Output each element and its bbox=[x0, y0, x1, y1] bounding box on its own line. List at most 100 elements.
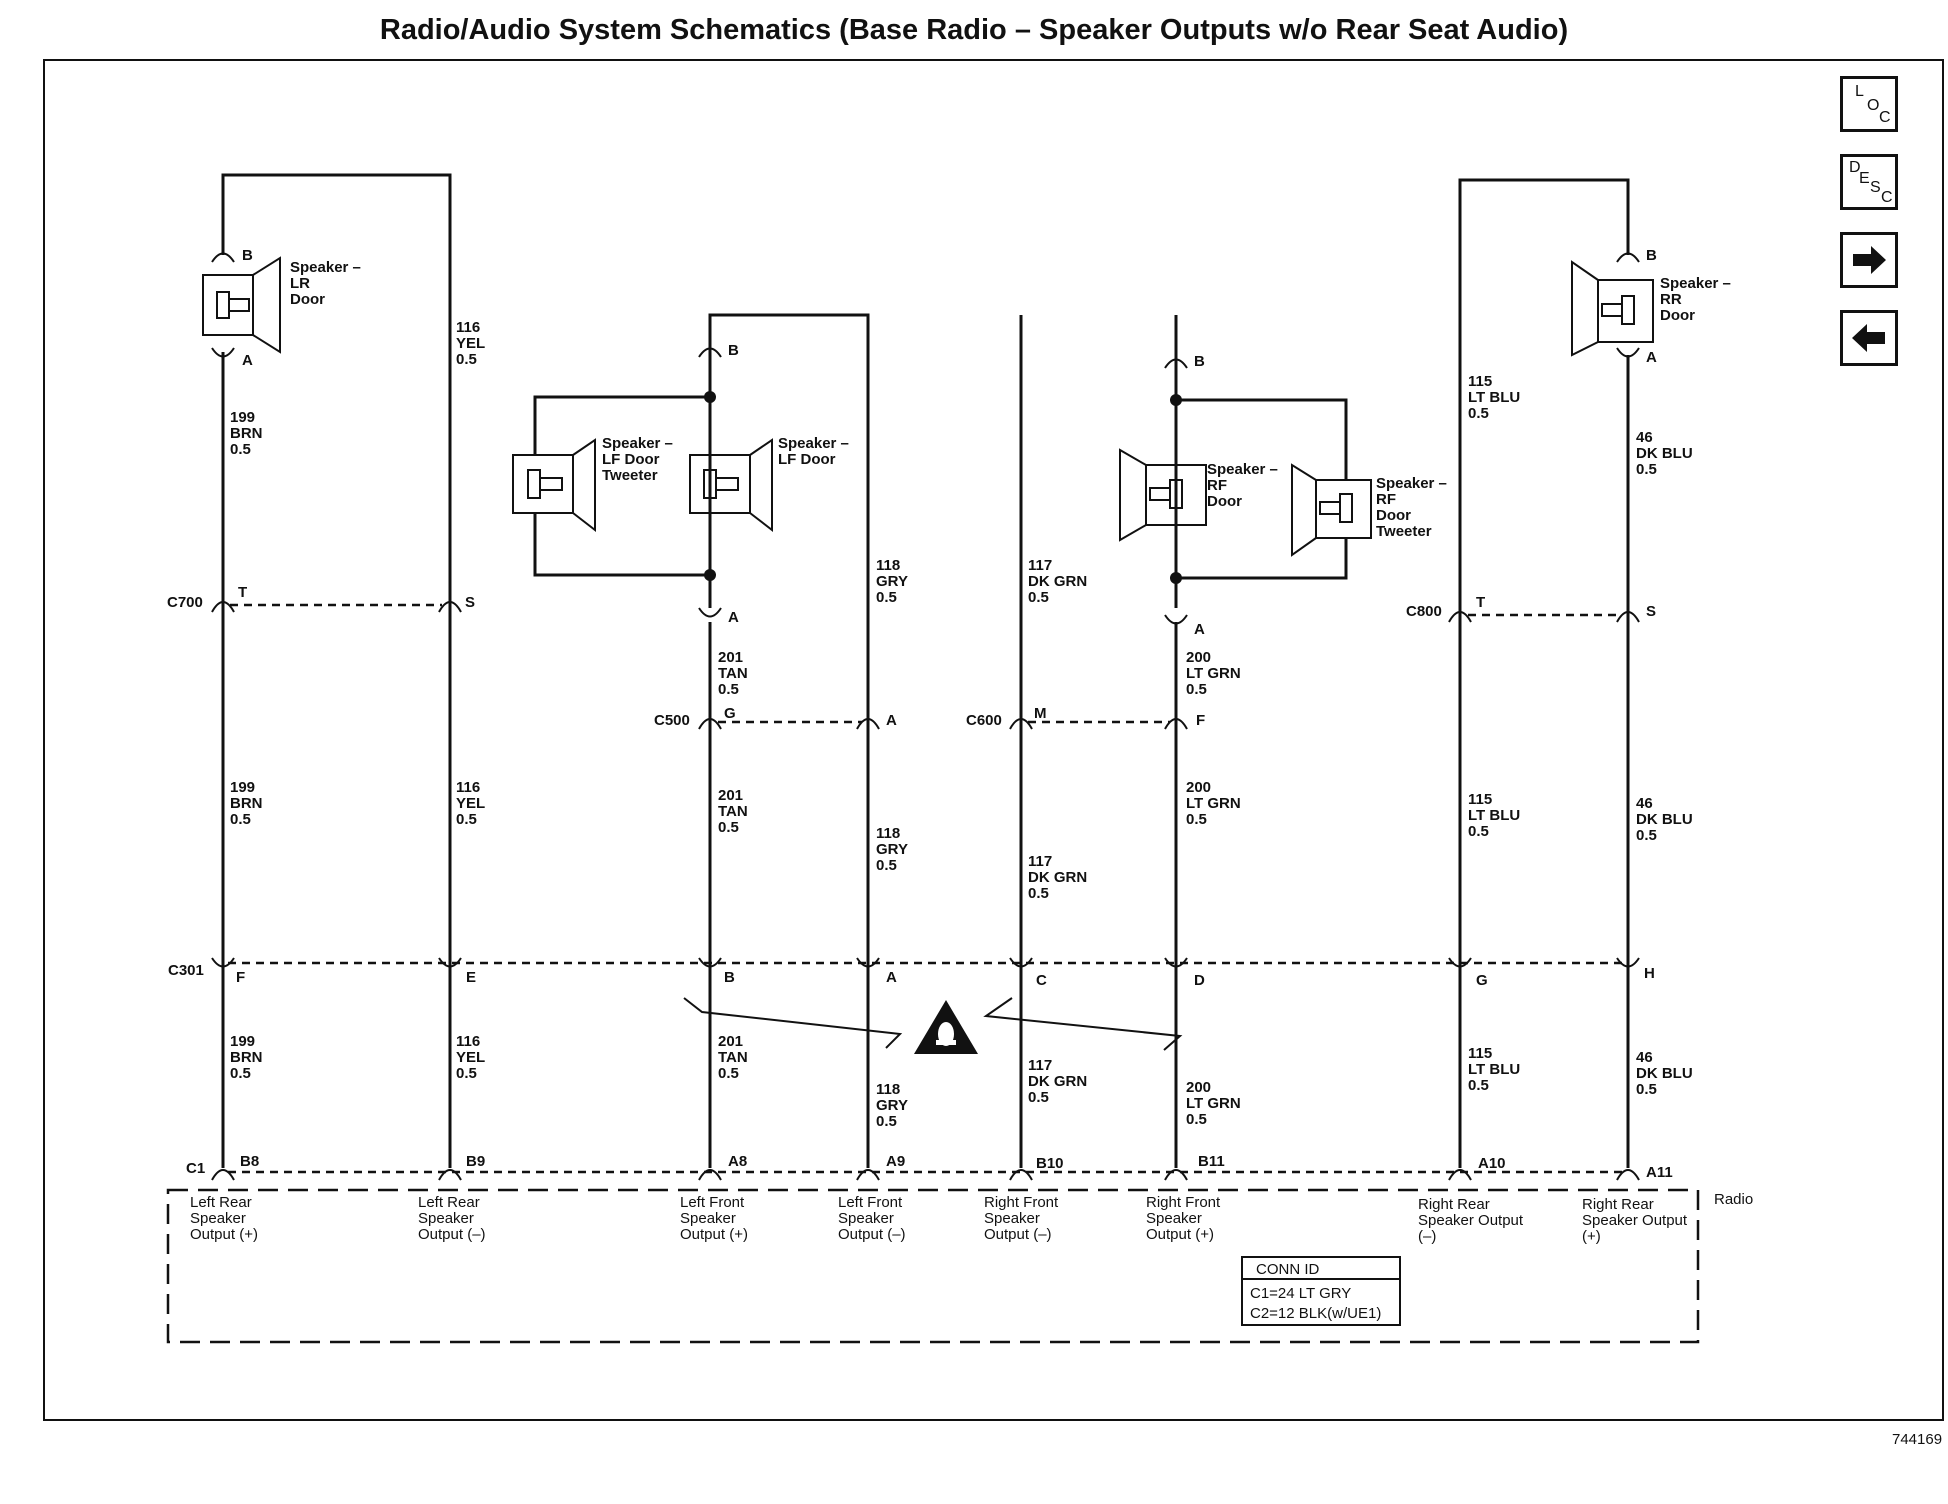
svg-text:DK GRN: DK GRN bbox=[1028, 573, 1087, 590]
svg-text:TAN: TAN bbox=[718, 1049, 748, 1066]
svg-text:118: 118 bbox=[876, 557, 900, 574]
svg-text:199: 199 bbox=[230, 1033, 255, 1050]
speaker-lr-label-1: Speaker – bbox=[290, 259, 361, 276]
loc-button[interactable]: L O C bbox=[1840, 76, 1898, 132]
desc-icon-d: D bbox=[1849, 159, 1861, 176]
splice-dot bbox=[704, 569, 716, 581]
svg-text:0.5: 0.5 bbox=[1468, 1077, 1489, 1094]
arrow-right-icon bbox=[1853, 246, 1886, 274]
pin-label: A9 bbox=[886, 1153, 905, 1170]
loc-icon-o: O bbox=[1867, 97, 1880, 114]
conn-id-row: C2=12 BLK(w/UE1) bbox=[1250, 1305, 1381, 1322]
speaker-rr-door bbox=[1571, 260, 1654, 357]
connector-c1-label: C1 bbox=[186, 1160, 205, 1177]
svg-text:0.5: 0.5 bbox=[1636, 1081, 1657, 1098]
pin-label: T bbox=[1476, 594, 1485, 611]
pin-label: A10 bbox=[1478, 1155, 1506, 1172]
wire-lf-tweeter-bottom bbox=[533, 535, 710, 577]
svg-text:0.5: 0.5 bbox=[1636, 827, 1657, 844]
svg-text:Speaker: Speaker bbox=[418, 1210, 474, 1227]
speaker-rf-door bbox=[1119, 448, 1207, 542]
speaker-lr-label-3: Door bbox=[290, 291, 325, 308]
speaker-rf-tweeter-label-2: RF bbox=[1376, 491, 1396, 508]
svg-text:0.5: 0.5 bbox=[1636, 461, 1657, 478]
svg-text:LT GRN: LT GRN bbox=[1186, 795, 1241, 812]
previous-button[interactable] bbox=[1840, 310, 1898, 366]
pin-label: B bbox=[724, 969, 735, 986]
svg-text:LT GRN: LT GRN bbox=[1186, 1095, 1241, 1112]
speaker-rf-label-2: RF bbox=[1207, 477, 1227, 494]
svg-text:0.5: 0.5 bbox=[876, 1113, 897, 1130]
svg-text:Output (–): Output (–) bbox=[984, 1226, 1052, 1243]
pin-label: G bbox=[1476, 972, 1488, 989]
svg-text:0.5: 0.5 bbox=[456, 351, 477, 368]
pin-label: A11 bbox=[1646, 1164, 1673, 1181]
conn-id-row: C1=24 LT GRY bbox=[1250, 1285, 1351, 1302]
svg-text:0.5: 0.5 bbox=[718, 681, 739, 698]
svg-text:DK BLU: DK BLU bbox=[1636, 445, 1693, 462]
svg-text:200: 200 bbox=[1186, 1079, 1211, 1096]
diagram-frame bbox=[43, 59, 1944, 1421]
wire-116-yel bbox=[221, 173, 452, 1168]
speaker-lr-label-2: LR bbox=[290, 275, 310, 292]
wire-rf-tweeter-bottom bbox=[1176, 560, 1348, 580]
figure-number: 744169 bbox=[1892, 1431, 1942, 1448]
svg-text:201: 201 bbox=[718, 1033, 743, 1050]
svg-text:Output (–): Output (–) bbox=[838, 1226, 906, 1243]
svg-text:200: 200 bbox=[1186, 779, 1211, 796]
speaker-rf-label-1: Speaker – bbox=[1207, 461, 1278, 478]
svg-text:LT BLU: LT BLU bbox=[1468, 807, 1520, 824]
speaker-lf-tweeter-label-1: Speaker – bbox=[602, 435, 673, 452]
twisted-pair-left bbox=[683, 997, 903, 1049]
connector-c500-label: C500 bbox=[654, 712, 690, 729]
splice-dot bbox=[1170, 572, 1182, 584]
svg-text:Right Front: Right Front bbox=[984, 1194, 1059, 1211]
svg-text:116: 116 bbox=[456, 319, 480, 336]
pin-label: A bbox=[242, 352, 253, 369]
pin-label: E bbox=[466, 969, 476, 986]
svg-text:Output (–): Output (–) bbox=[418, 1226, 486, 1243]
svg-text:46: 46 bbox=[1636, 795, 1653, 812]
speaker-lf-door-tweeter bbox=[512, 430, 596, 535]
twisted-pair-right bbox=[983, 997, 1183, 1051]
svg-text:BRN: BRN bbox=[230, 1049, 263, 1066]
radio-label: Radio bbox=[1714, 1191, 1753, 1208]
svg-text:Right Front: Right Front bbox=[1146, 1194, 1221, 1211]
speaker-rf-tweeter-label-3: Door bbox=[1376, 507, 1411, 524]
pin-label: B bbox=[728, 342, 739, 359]
speaker-lf-tweeter-label-3: Tweeter bbox=[602, 467, 658, 484]
svg-text:Speaker: Speaker bbox=[838, 1210, 894, 1227]
pin-label: D bbox=[1194, 972, 1205, 989]
next-button[interactable] bbox=[1840, 232, 1898, 288]
svg-text:DK GRN: DK GRN bbox=[1028, 1073, 1087, 1090]
wire-118-gry bbox=[708, 313, 870, 1168]
svg-text:Left Rear: Left Rear bbox=[190, 1194, 252, 1211]
conn-id-header: CONN ID bbox=[1256, 1261, 1320, 1278]
svg-text:118: 118 bbox=[876, 825, 900, 842]
pin-label: A bbox=[886, 712, 897, 729]
desc-icon-e: E bbox=[1859, 170, 1870, 187]
radio-module-box bbox=[166, 1188, 1700, 1344]
desc-button[interactable]: D E S C bbox=[1840, 154, 1898, 210]
page-title: Radio/Audio System Schematics (Base Radi… bbox=[379, 14, 1569, 46]
connector-c600-label: C600 bbox=[966, 712, 1002, 729]
pin-label: A bbox=[1646, 349, 1657, 366]
speaker-lr-door bbox=[202, 256, 281, 354]
svg-text:LT BLU: LT BLU bbox=[1468, 389, 1520, 406]
svg-text:116: 116 bbox=[456, 779, 480, 796]
svg-text:0.5: 0.5 bbox=[1028, 589, 1049, 606]
speaker-rf-label-3: Door bbox=[1207, 493, 1242, 510]
svg-text:TAN: TAN bbox=[718, 803, 748, 820]
speaker-rr-label-1: Speaker – bbox=[1660, 275, 1731, 292]
pin-label: A8 bbox=[728, 1153, 747, 1170]
pin-label: H bbox=[1644, 965, 1655, 982]
svg-text:199: 199 bbox=[230, 779, 255, 796]
caution-triangle-icon bbox=[914, 1000, 978, 1054]
arrow-left-icon bbox=[1852, 324, 1885, 352]
svg-text:Left Front: Left Front bbox=[838, 1194, 903, 1211]
